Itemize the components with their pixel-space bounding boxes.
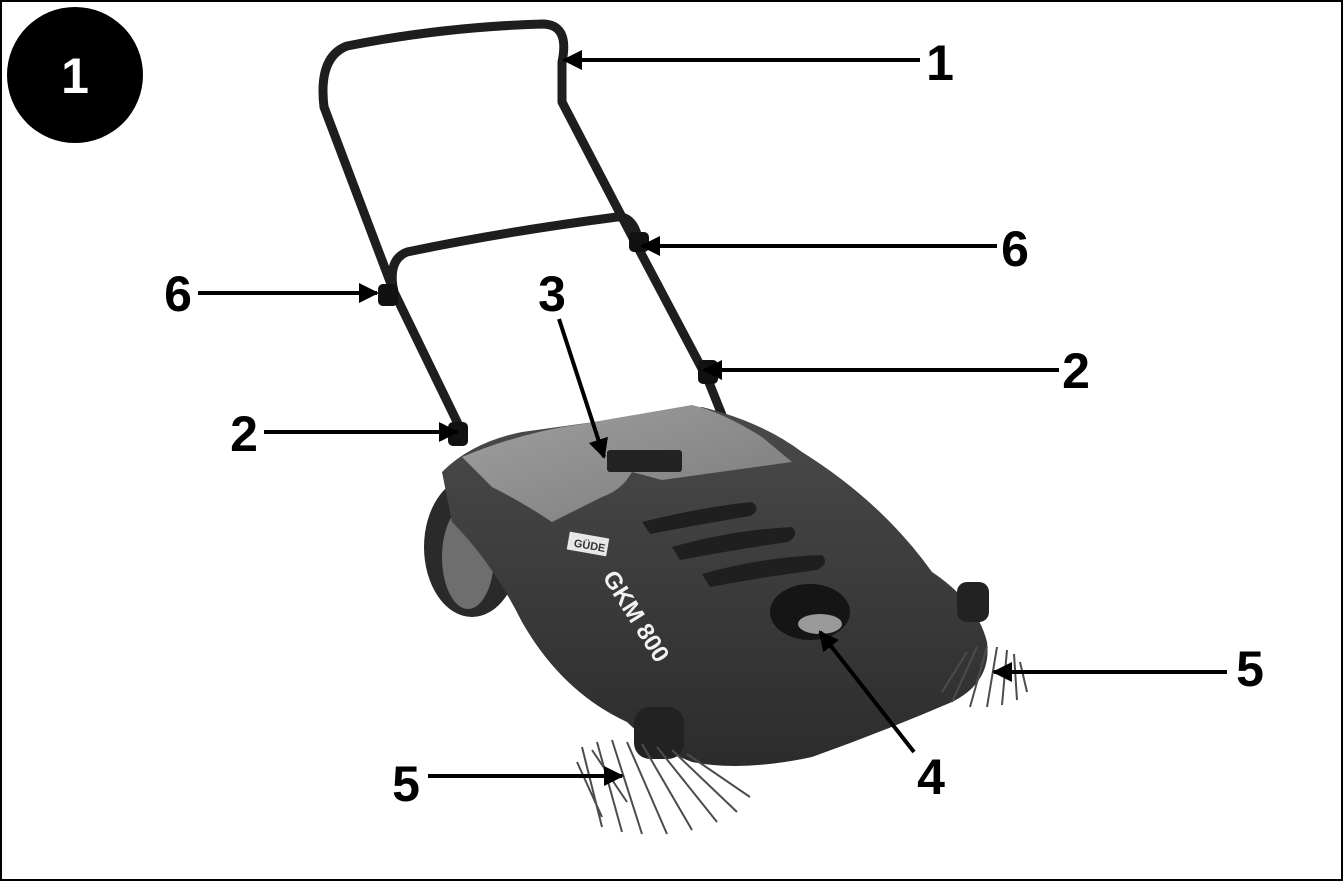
adjust-knob-right xyxy=(629,232,649,252)
callout-1: 1 xyxy=(926,35,954,91)
callout-2-right: 2 xyxy=(1062,343,1090,399)
callout-3: 3 xyxy=(538,266,566,322)
callout-labels: 1 6 6 3 2 2 5 4 5 xyxy=(164,35,1264,812)
cover-handle-slot xyxy=(607,450,682,472)
body-vents xyxy=(642,502,826,587)
lower-handle-bar xyxy=(387,212,644,297)
brand-plate xyxy=(566,531,610,557)
callout-5-right: 5 xyxy=(1236,641,1264,697)
side-brush-left xyxy=(576,739,751,835)
emptying-handle xyxy=(770,584,850,640)
adjust-knob-left xyxy=(378,284,398,306)
brand-name: GÜDE xyxy=(573,537,607,555)
callout-arrows xyxy=(198,50,1227,786)
callout-5-left: 5 xyxy=(392,756,420,812)
brush-hub-left xyxy=(634,707,684,759)
arrow-4 xyxy=(818,630,916,754)
brush-hub-right xyxy=(957,582,989,622)
badge-circle xyxy=(7,7,143,143)
upper-handle-bar xyxy=(318,19,729,437)
callout-6-right: 6 xyxy=(1001,221,1029,277)
figure-number-badge: 1 xyxy=(7,7,143,143)
callout-2-left: 2 xyxy=(230,406,258,462)
callout-6-left: 6 xyxy=(164,266,192,322)
handle-frame xyxy=(318,19,729,437)
arrow-3 xyxy=(557,318,608,459)
callout-4: 4 xyxy=(917,749,945,805)
badge-number: 1 xyxy=(61,48,89,104)
